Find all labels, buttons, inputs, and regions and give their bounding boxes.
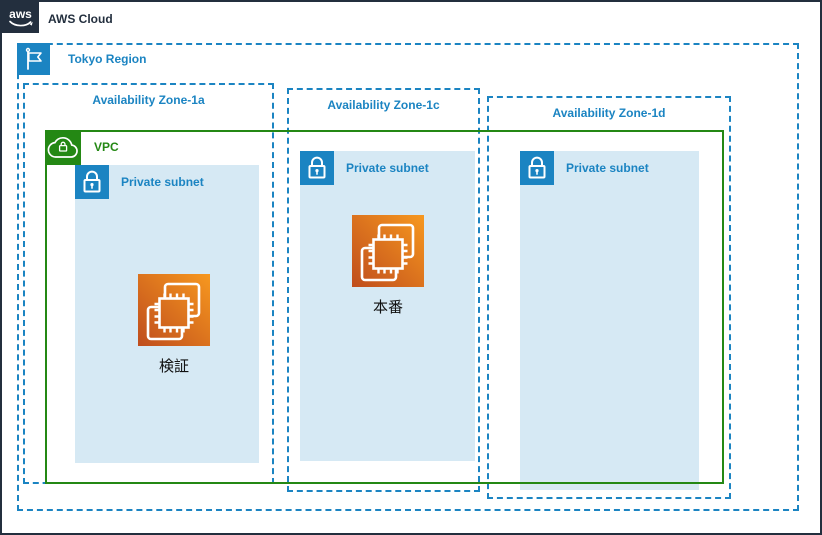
subnet-1d-label: Private subnet	[566, 161, 649, 175]
private-subnet-1c	[300, 151, 475, 461]
aws-logo-text: aws	[9, 7, 32, 21]
vpc-group	[45, 130, 724, 484]
availability-zone-1c: Availability Zone-1c	[287, 88, 480, 492]
az-1a-label: Availability Zone-1a	[92, 93, 205, 107]
aws-cloud-icon: aws	[2, 2, 39, 33]
ec2-honban-label: 本番	[372, 299, 403, 316]
aws-smile-curve	[9, 20, 32, 27]
ec2-kensho-label: 検証	[158, 358, 189, 375]
lock-icon	[520, 151, 554, 185]
flag-icon	[17, 43, 50, 75]
subnet-1c-label: Private subnet	[346, 161, 429, 175]
az-1d-label: Availability Zone-1d	[552, 106, 666, 120]
ec2-instances-icon	[352, 215, 424, 287]
vpc-cloud-lock-icon	[45, 130, 81, 165]
tokyo-region-group	[17, 43, 799, 511]
region-label: Tokyo Region	[68, 52, 147, 66]
aws-smile-arrow	[29, 21, 33, 26]
vpc-label: VPC	[94, 140, 119, 154]
aws-cloud-label: AWS Cloud	[48, 12, 113, 26]
az-1c-label: Availability Zone-1c	[327, 98, 440, 112]
private-subnet-1d	[520, 151, 699, 490]
lock-icon	[300, 151, 334, 185]
availability-zone-1d: Availability Zone-1d	[487, 96, 731, 499]
subnet-1a-label: Private subnet	[121, 175, 204, 189]
ec2-instances-icon	[138, 274, 210, 346]
lock-icon	[75, 165, 109, 199]
